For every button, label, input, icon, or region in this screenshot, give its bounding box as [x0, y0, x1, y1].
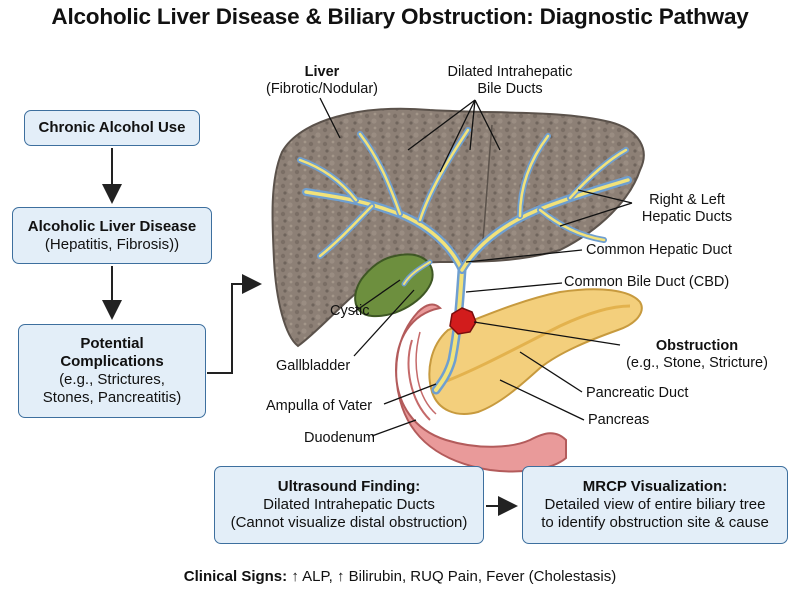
label-dilated-ducts: Dilated Intrahepatic Bile Ducts	[420, 64, 600, 98]
flow-step3-sub-2: Stones, Pancreatitis)	[42, 389, 182, 406]
label-pancreatic-duct: Pancreatic Duct	[586, 385, 689, 401]
bile-duct-tree	[297, 127, 632, 395]
mrcp-line2: to identify obstruction site & cause	[541, 514, 769, 531]
gallbladder-shape	[354, 253, 434, 318]
page-title: Alcoholic Liver Disease & Biliary Obstru…	[51, 4, 749, 29]
label-ampulla: Ampulla of Vater	[266, 398, 373, 414]
mrcp-line1: Detailed view of entire biliary tree	[544, 496, 766, 513]
pancreas-shape	[428, 288, 643, 415]
label-cystic: Cystic	[330, 303, 370, 319]
leader-lines	[319, 97, 633, 437]
clinical-signs: Clinical Signs: ↑ ALP, ↑ Bilirubin, RUQ …	[0, 568, 800, 585]
label-common-bile-duct: Common Bile Duct (CBD)	[564, 274, 730, 290]
ultrasound-line2: (Cannot visualize distal obstruction)	[230, 514, 468, 531]
ultrasound-line1: Dilated Intrahepatic Ducts	[263, 496, 435, 513]
label-common-hepatic-duct: Common Hepatic Duct	[586, 242, 732, 258]
label-liver: Liver (Fibrotic/Nodular)	[252, 64, 392, 98]
ultrasound-title: Ultrasound Finding:	[277, 478, 421, 495]
clinical-signs-prefix: Clinical Signs:	[183, 568, 288, 585]
label-dilated-line1: Dilated Intrahepatic	[447, 64, 573, 80]
obstruction-stone	[449, 307, 477, 335]
label-duodenum: Duodenum	[304, 430, 375, 446]
duodenum-shape	[394, 303, 567, 473]
flow-step3-title-2: Complications	[60, 353, 164, 370]
mrcp-visualization-box: MRCP Visualization: Detailed view of ent…	[522, 466, 788, 544]
flow-step2-title: Alcoholic Liver Disease	[27, 217, 197, 235]
flow-arrow-3	[207, 274, 262, 374]
flow-step3-sub-1: (e.g., Strictures,	[59, 371, 165, 388]
label-liver-sub: (Fibrotic/Nodular)	[266, 81, 378, 97]
label-hepatic-line2: Hepatic Ducts	[641, 209, 733, 225]
liver-lobe-line	[481, 124, 493, 251]
up-arrow-icon: ↑	[336, 568, 345, 585]
clinical-rest: Bilirubin, RUQ Pain, Fever (Cholestasis)	[348, 568, 617, 585]
flow-step-alcoholic-liver-disease: Alcoholic Liver Disease (Hepatitis, Fibr…	[12, 207, 212, 264]
up-arrow-icon: ↑	[291, 568, 299, 585]
label-pancreas: Pancreas	[588, 412, 650, 428]
label-obstruction-sub: (e.g., Stone, Stricture)	[626, 355, 768, 371]
label-hepatic-line1: Right & Left	[649, 192, 725, 208]
label-dilated-line2: Bile Ducts	[477, 81, 543, 97]
clinical-alp: ALP,	[302, 568, 333, 585]
flow-step1-label: Chronic Alcohol Use	[38, 119, 186, 136]
label-obstruction: Obstruction (e.g., Stone, Stricture)	[610, 338, 784, 372]
flow-step-chronic-alcohol-use: Chronic Alcohol Use	[24, 110, 200, 146]
label-obstruction-title: Obstruction	[655, 338, 739, 354]
flow-step2-sub: (Hepatitis, Fibrosis))	[44, 235, 180, 253]
label-liver-title: Liver	[304, 64, 340, 80]
flow-step-potential-complications: Potential Complications (e.g., Stricture…	[18, 324, 206, 418]
label-gallbladder: Gallbladder	[276, 358, 351, 374]
mrcp-title: MRCP Visualization:	[582, 478, 728, 495]
ultrasound-finding-box: Ultrasound Finding: Dilated Intrahepatic…	[214, 466, 484, 544]
pancreatic-duct-path	[443, 304, 631, 384]
label-hepatic-ducts: Right & Left Hepatic Ducts	[632, 192, 742, 226]
flow-step3-title-1: Potential	[80, 335, 144, 352]
